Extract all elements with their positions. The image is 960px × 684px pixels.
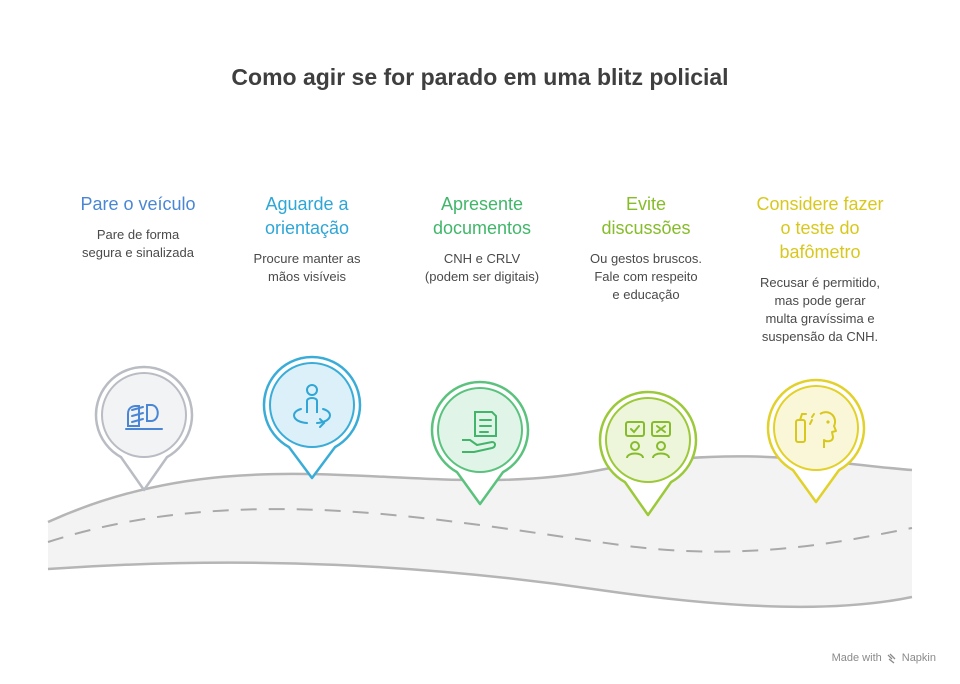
marker-pin [598,390,698,517]
step-aguarde-orientacao: Aguarde a orientação Procure manter as m… [222,192,392,286]
document-hand-icon [462,411,497,453]
watermark-prefix: Made with [831,652,882,664]
step-description: Pare de forma segura e sinalizada [81,227,195,260]
watermark: Made with Napkin [832,652,936,664]
dialogue-icon [625,421,671,459]
page-title: Como agir se for parado em uma blitz pol… [231,64,729,90]
marker-inner-circle [269,362,355,448]
road-edge-bottom [47,561,913,609]
marker-pin-outline [766,378,866,504]
step-title: Aguarde a orientação [264,194,350,238]
watermark-brand: Napkin [901,652,936,664]
step-title: Pare o veículo [80,194,196,214]
marker-pin [430,380,530,506]
marker-pin-outline [430,380,530,506]
step-description: Recusar é permitido, mas pode gerar mult… [760,275,880,344]
step-evite-discussoes: Evite discussões Ou gestos bruscos. Fale… [561,192,731,304]
step-title: Evite discussões [601,194,691,238]
step-description: Ou gestos bruscos. Fale com respeito e e… [590,251,702,302]
marker-pin [94,365,194,492]
marker-inner-circle [437,387,523,473]
step-description: CNH e CRLV (podem ser digitais) [424,251,540,284]
marker-pin [766,378,866,504]
headlight-icon [125,404,163,430]
step-title: Apresente documentos [432,194,532,238]
marker-inner-circle [605,397,691,483]
marker-pin [262,355,362,480]
marker-inner-circle [773,385,859,471]
marker-pin-outline [598,390,698,517]
marker-pin-outline [262,355,362,480]
step-pare-veiculo: Pare o veículo Pare de forma segura e si… [58,192,218,262]
step-teste-bafometro: Considere fazer o teste do bafômetro Rec… [725,192,915,346]
step-description: Procure manter as mãos visíveis [253,251,361,284]
step-apresente-documentos: Apresente documentos CNH e CRLV (podem s… [392,192,572,286]
person-waiting-icon [293,384,331,428]
road-surface [48,456,912,607]
napkin-logo-icon [887,653,896,664]
breathalyzer-icon [795,411,837,448]
step-title: Considere fazer o teste do bafômetro [756,194,884,262]
marker-inner-circle [101,372,187,458]
